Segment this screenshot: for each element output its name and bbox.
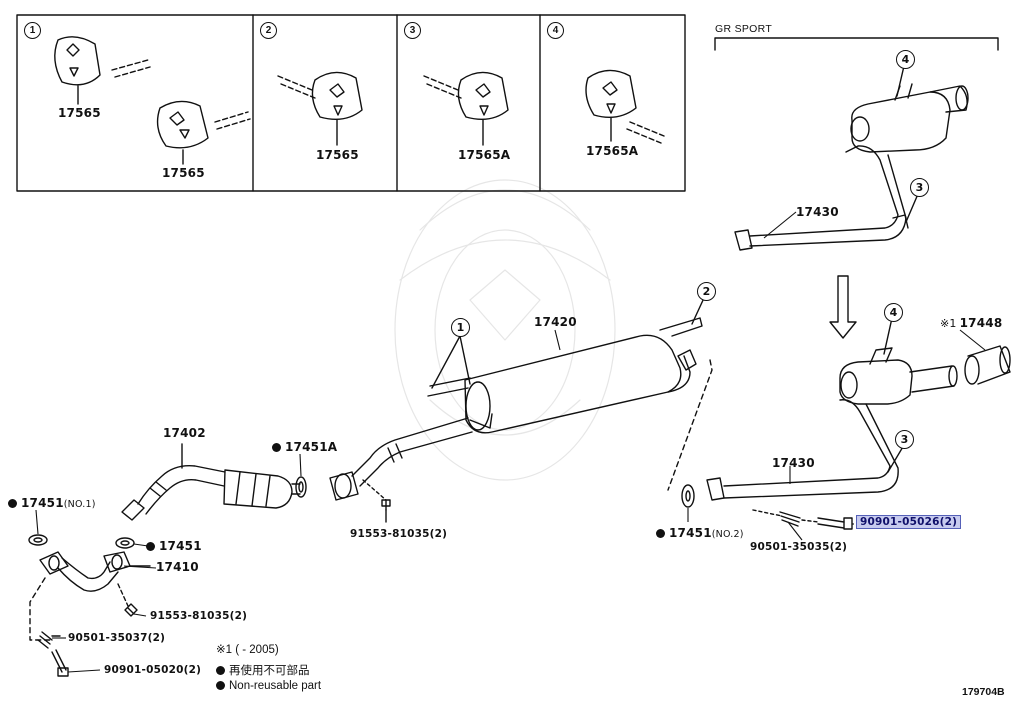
part-number-90501-35037[interactable]: 90501-35037(2) [68, 632, 166, 644]
gr-sport-tail-pipe-drawing [734, 65, 969, 251]
inset-callout-4: 4 [547, 22, 564, 39]
hanger-drawing-1b [156, 100, 251, 165]
hanger-drawing-3 [423, 71, 509, 146]
non-reusable-dot [146, 542, 155, 551]
hanger-drawing-2 [277, 71, 363, 146]
tail-pipe-drawing [706, 317, 1011, 501]
part-number-90901-05026-highlighted[interactable]: 90901-05026(2) [856, 515, 962, 529]
gr-sport-label: GR SPORT [715, 23, 773, 35]
change-arrow [829, 275, 857, 339]
part-number-17451-no1-text: 17451 [21, 496, 64, 510]
front-pipe-drawing [121, 443, 301, 521]
part-number-17451-mid[interactable]: 17451 [146, 539, 202, 553]
part-number-17451a[interactable]: 17451A [272, 440, 337, 454]
center-muffler-drawing [329, 297, 705, 501]
hanger-drawing-1a [54, 36, 151, 105]
watermark-emblem [394, 179, 616, 481]
part-number-17451-mid-text: 17451 [159, 539, 202, 553]
gasket-no1-suffix: (NO.1) [63, 499, 96, 510]
part-number-90901-05020[interactable]: 90901-05020(2) [104, 664, 202, 676]
gasket-17451a [295, 476, 307, 498]
rear-bolt-drawing [779, 511, 853, 530]
gr-sport-bracket [714, 37, 999, 51]
part-number-17451-no2-text: 17451 [669, 526, 712, 540]
callout-2: 2 [697, 282, 716, 301]
legend-dot-en [216, 681, 225, 690]
hanger-drawing-4 [585, 69, 665, 144]
legend-jp-text: 再使用不可部品 [229, 665, 310, 677]
legend-en: Non-reusable part [216, 680, 321, 692]
gasket-no2-suffix: (NO.2) [711, 529, 744, 540]
part-number-90501-35035[interactable]: 90501-35035(2) [750, 541, 848, 553]
gasket-17451-no1 [28, 534, 48, 546]
part-number-17451-no2[interactable]: 17451(NO.2) [656, 526, 744, 540]
inset-frame [16, 14, 686, 192]
manifold-pipe-drawing [39, 551, 151, 592]
tail-tip-number: 17448 [959, 316, 1003, 330]
non-reusable-dot [8, 499, 17, 508]
part-number-17420[interactable]: 17420 [534, 315, 577, 329]
figure-id: 179704B [962, 686, 1005, 698]
gasket-17451-mid [115, 537, 135, 549]
highlighted-part-number: 90901-05026(2) [856, 515, 962, 529]
part-number-17565a-a[interactable]: 17565A [458, 148, 511, 162]
part-number-17451a-text: 17451A [285, 440, 338, 454]
legend-jp: 再使用不可部品 [216, 662, 310, 678]
part-number-17565-b[interactable]: 17565 [162, 166, 205, 180]
part-number-17451-no1[interactable]: 17451(NO.1) [8, 496, 96, 510]
callout-4: 4 [884, 303, 903, 322]
inset-callout-3: 3 [404, 22, 421, 39]
part-number-17430-gr[interactable]: 17430 [796, 205, 839, 219]
part-number-17565a-b[interactable]: 17565A [586, 144, 639, 158]
part-number-17565-a[interactable]: 17565 [58, 106, 101, 120]
non-reusable-dot [656, 529, 665, 538]
legend-footnote: ※1 ( - 2005) [216, 644, 279, 656]
gr-callout-4: 4 [896, 50, 915, 69]
part-number-17565-c[interactable]: 17565 [316, 148, 359, 162]
legend-en-text: Non-reusable part [229, 680, 322, 692]
gr-callout-3: 3 [910, 178, 929, 197]
part-number-17410[interactable]: 17410 [156, 560, 199, 574]
part-number-91553-center[interactable]: 91553-81035(2) [350, 528, 448, 540]
inset-callout-2: 2 [260, 22, 277, 39]
inset-callout-1: 1 [24, 22, 41, 39]
non-reusable-dot [272, 443, 281, 452]
callout-3: 3 [895, 430, 914, 449]
legend-dot-jp [216, 666, 225, 675]
part-number-91553-front[interactable]: 91553-81035(2) [150, 610, 248, 622]
part-number-17430[interactable]: 17430 [772, 456, 815, 470]
callout-1: 1 [451, 318, 470, 337]
tail-tip-note: ※1 [940, 317, 957, 330]
gasket-17451-no2 [681, 484, 695, 508]
part-number-17402[interactable]: 17402 [163, 426, 206, 440]
